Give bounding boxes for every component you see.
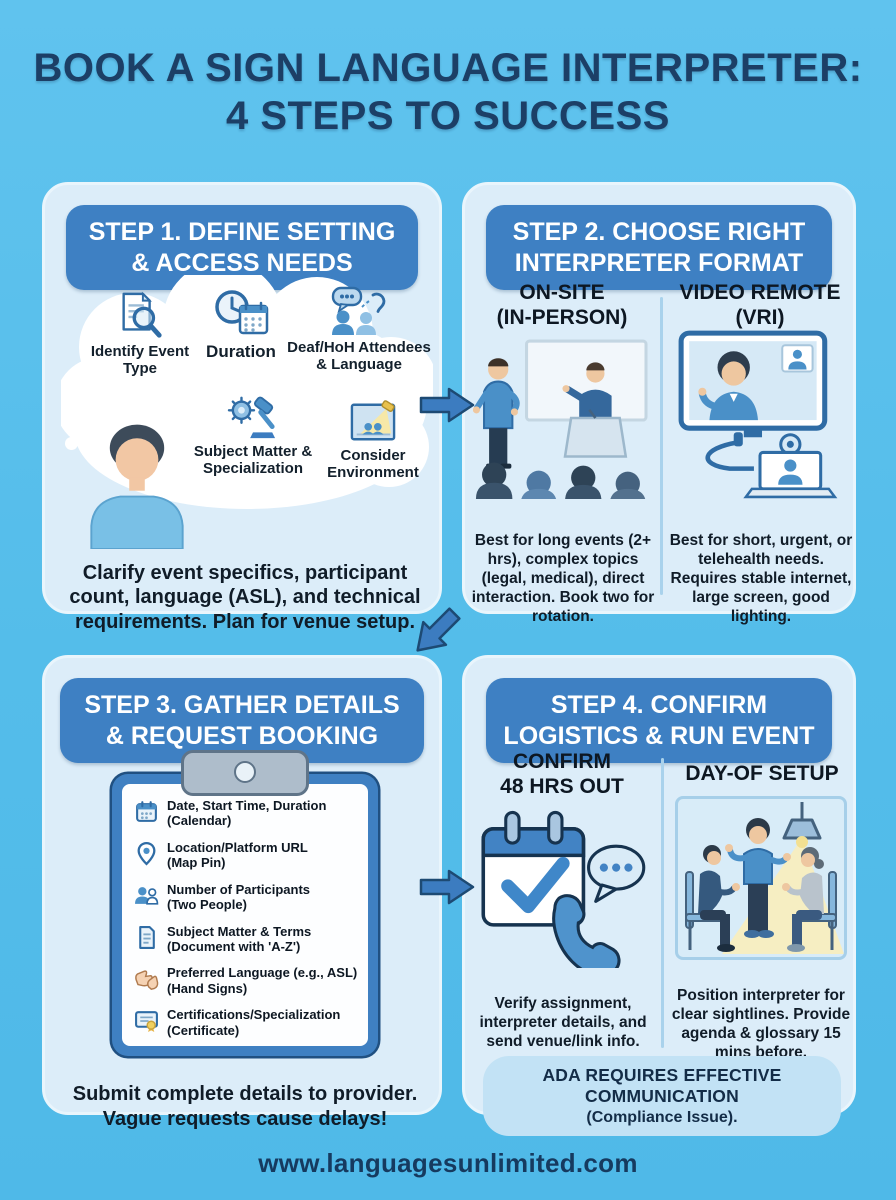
cloud-item-label: Deaf/HoH Attendees & Language xyxy=(287,339,431,373)
document-search-icon xyxy=(122,291,162,338)
step4-header-line1: STEP 4. CONFIRM xyxy=(550,691,768,719)
checklist-item: Preferred Language (e.g., ASL)(Hand Sign… xyxy=(134,965,358,996)
checklist-item: Date, Start Time, Duration(Calendar) xyxy=(134,798,358,829)
booking-checklist-clipboard: Date, Start Time, Duration(Calendar) Loc… xyxy=(112,750,378,1056)
onsite-description: Best for long events (2+ hrs), complex t… xyxy=(471,531,655,626)
page-title: BOOK A SIGN LANGUAGE INTERPRETER: 4 STEP… xyxy=(0,44,896,140)
footer-url: www.languagesunlimited.com xyxy=(258,1148,638,1178)
cloud-item-label: Consider Environment xyxy=(327,447,419,481)
confirm-description: Verify assignment, interpreter details, … xyxy=(479,994,647,1050)
step3-panel: STEP 3. GATHER DETAILS & REQUEST BOOKING xyxy=(42,655,442,1130)
thought-bubble-large xyxy=(77,407,99,429)
ada-compliance-banner: ADA REQUIRES EFFECTIVE COMMUNICATION (Co… xyxy=(483,1056,841,1136)
step1-header-line2: & ACCESS NEEDS xyxy=(131,248,353,277)
cloud-item-consider-environment: Consider Environment xyxy=(317,399,429,482)
checklist-item: Location/Platform URL(Map Pin) xyxy=(134,840,358,871)
dayof-scene-icon xyxy=(685,802,844,954)
column-divider xyxy=(661,758,664,1048)
calendar-icon xyxy=(136,801,157,822)
step3-header-line2: & REQUEST BOOKING xyxy=(105,721,379,750)
cloud-item-identify-event-type: Identify Event Type xyxy=(85,291,195,378)
cloud-item-label: Subject Matter & Specialization xyxy=(193,443,313,477)
step3-description: Submit complete details to provider. Vag… xyxy=(72,1083,418,1130)
onsite-column-title: ON-SITE (IN-PERSON) xyxy=(496,281,628,329)
screen-light-icon xyxy=(350,400,396,441)
cloud-item-label: Duration xyxy=(206,342,276,361)
confirm-column-title: CONFIRM 48 HRS OUT xyxy=(500,750,624,798)
dayof-description: Position interpreter for clear sightline… xyxy=(671,986,851,1062)
step2-panel: STEP 2. CHOOSE RIGHT INTERPRETER FORMAT … xyxy=(462,182,856,625)
clipboard-clip xyxy=(181,750,309,796)
confirm-call-illustration xyxy=(481,810,646,968)
checklist-item: Number of Participants(Two People) xyxy=(134,882,358,913)
chat-ear-people-icon xyxy=(331,286,386,335)
step2-header-line1: STEP 2. CHOOSE RIGHT xyxy=(512,218,806,246)
map-pin-icon xyxy=(137,841,156,866)
step4-panel: STEP 4. CONFIRM LOGISTICS & RUN EVENT CO… xyxy=(462,655,856,1136)
step3-header-line1: STEP 3. GATHER DETAILS xyxy=(84,691,400,719)
dayof-column-title: DAY-OF SETUP xyxy=(685,762,839,785)
cloud-item-duration: Duration xyxy=(195,287,287,361)
step1-panel: STEP 1. DEFINE SETTING & ACCESS NEEDS xyxy=(42,182,442,633)
thinking-person-illustration xyxy=(90,424,184,549)
document-icon xyxy=(139,925,155,949)
arrow-right-step3-to-step4-icon xyxy=(419,869,475,905)
step3-header: STEP 3. GATHER DETAILS & REQUEST BOOKING xyxy=(60,678,424,763)
column-divider xyxy=(660,297,663,595)
vri-column-title: VIDEO REMOTE (VRI) xyxy=(679,281,841,329)
dayof-setup-illustration xyxy=(675,796,847,960)
arrow-down-left-step2-to-step3-icon xyxy=(416,607,461,652)
step1-description: Clarify event specifics, participant cou… xyxy=(69,562,421,633)
two-people-icon xyxy=(135,886,159,905)
step4-header: STEP 4. CONFIRM LOGISTICS & RUN EVENT xyxy=(486,678,832,763)
clipboard-board: Date, Start Time, Duration(Calendar) Loc… xyxy=(112,774,378,1056)
cloud-item-subject-matter: Subject Matter & Specialization xyxy=(185,393,321,478)
step2-header-line2: INTERPRETER FORMAT xyxy=(514,248,804,277)
arrow-right-step1-to-step2-icon xyxy=(419,387,475,423)
vri-monitor-illustration xyxy=(678,330,838,499)
gear-gavel-icon xyxy=(227,396,276,439)
thought-bubble-small xyxy=(65,437,78,450)
step2-header: STEP 2. CHOOSE RIGHT INTERPRETER FORMAT xyxy=(486,205,832,290)
certificate-icon xyxy=(135,1011,158,1033)
clipboard-paper: Date, Start Time, Duration(Calendar) Loc… xyxy=(122,784,368,1046)
checklist-item: Certifications/Specialization(Certificat… xyxy=(134,1007,358,1038)
cloud-item-label: Identify Event Type xyxy=(90,343,190,377)
cloud-item-deaf-hoh-attendees: Deaf/HoH Attendees & Language xyxy=(283,285,435,374)
page-title-line2: 4 STEPS TO SUCCESS xyxy=(226,94,670,138)
vri-description: Best for short, urgent, or telehealth ne… xyxy=(669,531,853,626)
checklist-item: Subject Matter & Terms(Document with 'A-… xyxy=(134,924,358,955)
page-title-line1: BOOK A SIGN LANGUAGE INTERPRETER: xyxy=(33,46,863,90)
onsite-interpreter-illustration xyxy=(473,339,648,499)
step1-header-line1: STEP 1. DEFINE SETTING xyxy=(88,218,396,246)
hand-signs-icon xyxy=(135,970,159,991)
clock-calendar-icon xyxy=(215,290,269,335)
step4-header-line2: LOGISTICS & RUN EVENT xyxy=(503,721,815,750)
